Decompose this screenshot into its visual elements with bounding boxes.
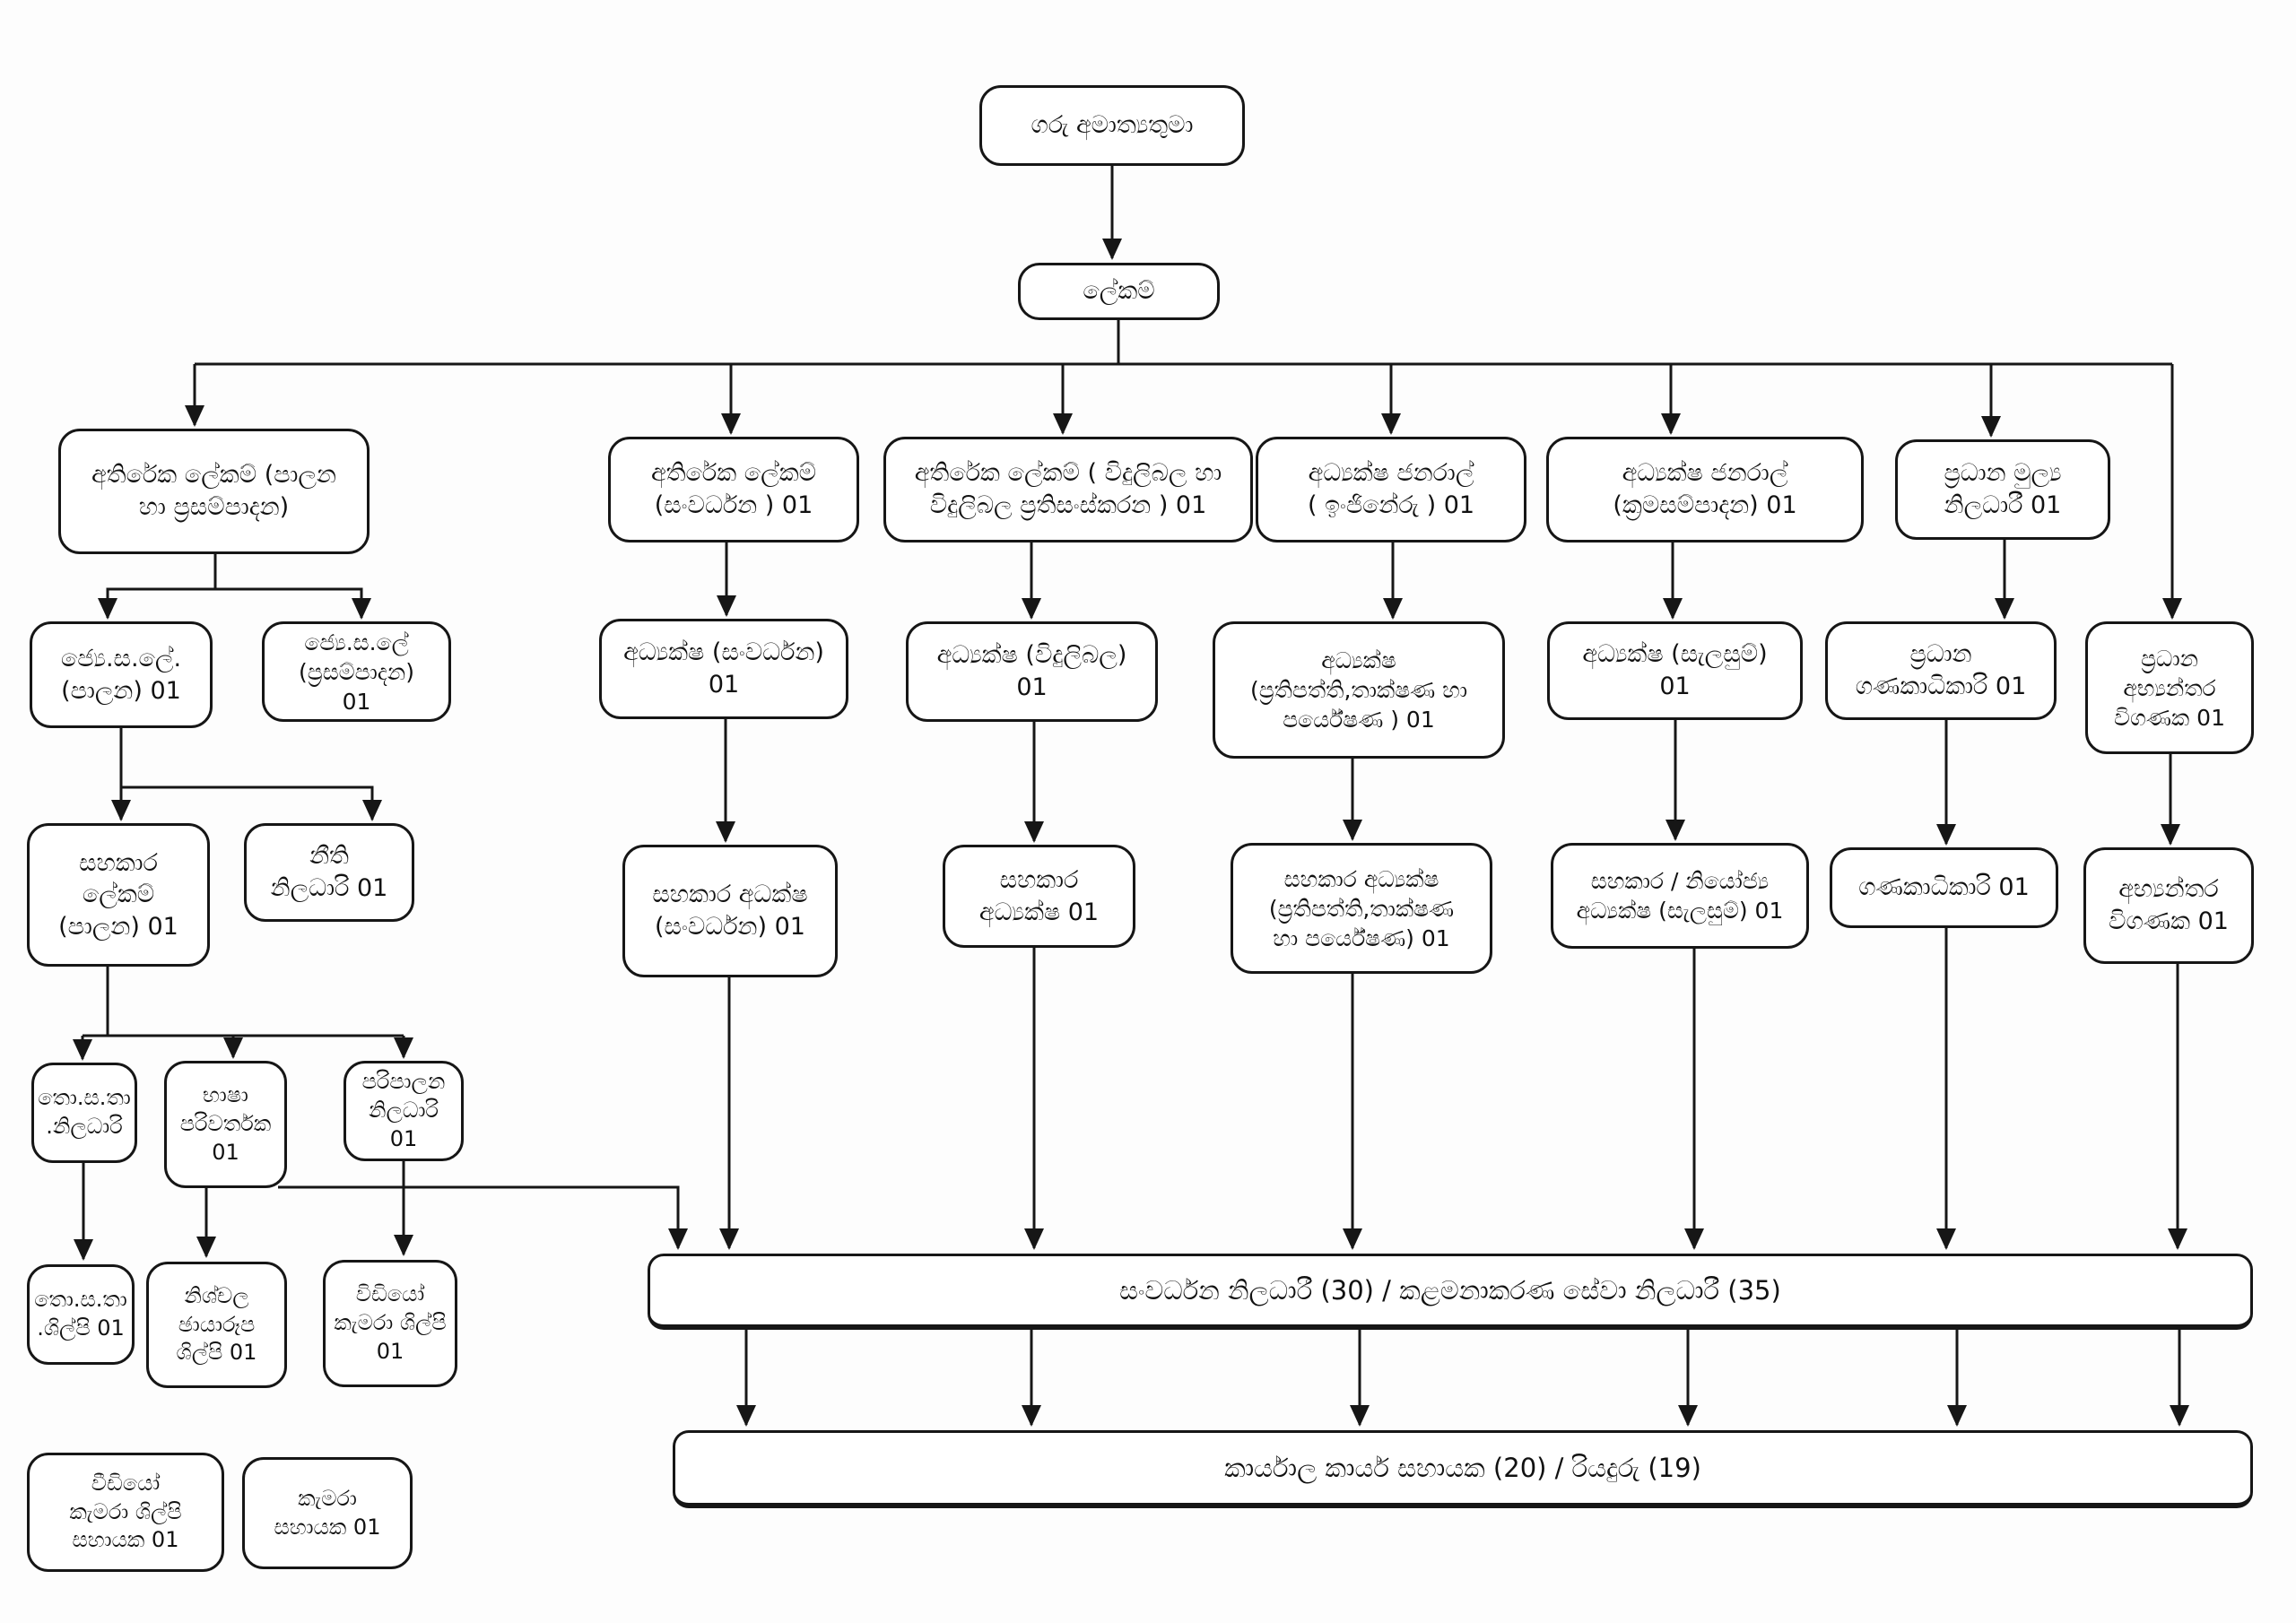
- org-node-secretary: ලේකම්: [1018, 263, 1220, 320]
- org-node-addl-sec-dev: අතිරේක ලේකම් (සංවර්ධන ) 01: [608, 437, 859, 542]
- org-node-chief-accountant: ප්‍රධාන ගණකාධිකාරි 01: [1825, 621, 2057, 720]
- org-node-internal-auditor: අභ්‍යන්තර විගණක 01: [2083, 847, 2254, 964]
- org-node-minister: ගරු අමාත්‍යතුමා: [979, 85, 1245, 166]
- org-node-chief-finance-officer: ප්‍රධාන මුල්‍ය නිලධාරී 01: [1895, 439, 2110, 540]
- org-node-office-assistants-bar: කාර්යාල කාර්ය සහායක (20) / රියදුරු (19): [673, 1430, 2253, 1508]
- org-node-dir-dev: අධ්‍යක්ෂ (සංවර්ධන) 01: [599, 619, 848, 719]
- org-node-dev-officers-bar: සංවර්ධන නිලධාරී (30) / කළමනාකරණ සේවා නිල…: [648, 1254, 2253, 1330]
- org-node-asst-sec-admin: සහකාර ලේකම් (පාලන) 01: [27, 823, 210, 967]
- org-node-chief-internal-auditor: ප්‍රධාන අභ්‍යන්තර විගණක 01: [2085, 621, 2254, 754]
- org-node-dir-policy: අධ්‍යක්ෂ (ප්‍රතිපත්ති,තාක්ෂණ හා පර්යේෂණ …: [1213, 621, 1505, 759]
- connector-line: [215, 587, 371, 620]
- connector-line: [121, 785, 382, 821]
- org-node-asst-dep-dir-planning: සහකාර / නියෝජ්‍ය අධ්‍යක්ෂ (සැලසුම්) 01: [1551, 843, 1809, 949]
- org-node-legal-officer: නීති නිලධාරි 01: [244, 823, 414, 922]
- org-node-dg-engineering: අධ්‍යක්ෂ ජනරාල් ( ඉංජිනේරු ) 01: [1256, 437, 1526, 542]
- org-node-asst-dir-power: සහකාර අධ්‍යක්ෂ 01: [943, 845, 1135, 948]
- org-node-accountant: ගණකාධිකාරි 01: [1830, 847, 2058, 928]
- org-node-dir-planning: අධ්‍යක්ෂ (සැලසුම්) 01: [1547, 621, 1803, 720]
- org-node-asst-dir-dev: සහකාර අධක්ෂ (සංවර්ධන) 01: [622, 845, 838, 977]
- connector-line: [98, 554, 217, 620]
- org-node-dg-planning: අධ්‍යක්ෂ ජනරාල් (ක්‍රමසම්පාදන) 01: [1546, 437, 1864, 542]
- org-node-snr-asst-sec-admin: ජ්‍යෙ.ස.ලේ. (පාලන) 01: [30, 621, 213, 728]
- org-node-ict-officer: තො.ස.තා .නිලධාරි: [31, 1063, 137, 1163]
- org-node-still-photographer: නිශ්චල ඡායාරූප ශිල්පි 01: [146, 1262, 287, 1388]
- org-node-admin-officer: පරිපාලන නිලධාරි 01: [344, 1061, 464, 1161]
- org-node-asst-dir-policy: සහකාර අධ්‍යක්ෂ (ප්‍රතිපත්ති,තාක්ෂණ හා පර…: [1231, 843, 1492, 974]
- org-node-dir-power: අධ්‍යක්ෂ (විදුලිබල) 01: [906, 621, 1158, 722]
- org-node-video-camera-assistant: වීඩියෝ කැමරා ශිල්පි සහායක 01: [27, 1453, 224, 1572]
- org-node-snr-asst-sec-proc: ජ්‍යෙ.ස.ලේ (ප්‍රසම්පාදන) 01: [262, 621, 451, 722]
- org-node-camera-assistant: කැමරා සහායක 01: [242, 1457, 413, 1569]
- org-node-video-camera-operator: විඩියෝ කැමරා ශිල්පි 01: [323, 1260, 457, 1387]
- org-node-ict-technician: තො.ස.තා .ශිල්පි 01: [27, 1264, 135, 1365]
- connector-line: [278, 1185, 688, 1250]
- org-node-translator: භාෂා පරිවර්තක 01: [164, 1061, 287, 1188]
- org-node-addl-sec-power: අතිරේක ලේකම් ( විදුලිබල හා විදුලිබල ප්‍ර…: [883, 437, 1253, 542]
- org-node-addl-sec-admin: අතිරේක ලේකම් (පාලන හා ප්‍රසම්පාදන): [58, 429, 370, 554]
